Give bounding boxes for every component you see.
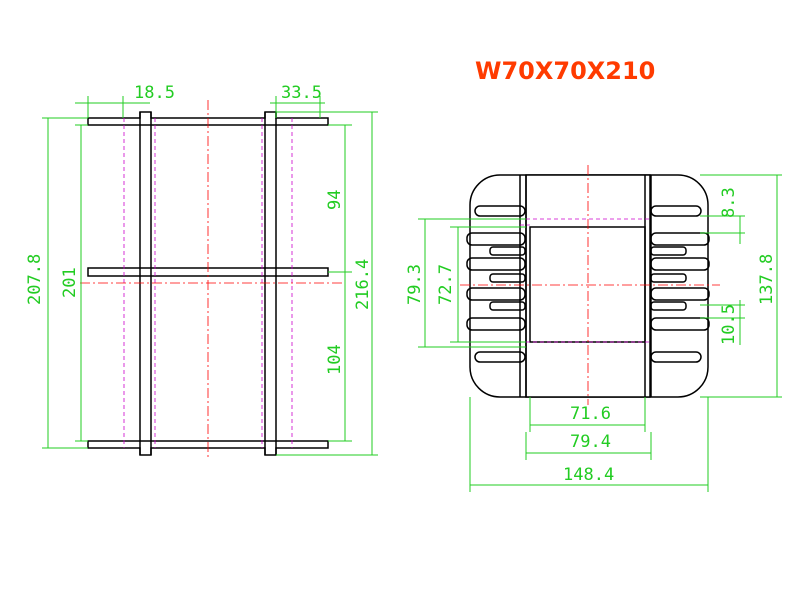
left-fins <box>466 205 526 363</box>
dim-top-left-width: 18.5 <box>134 83 175 103</box>
dim-height-inner-left: 72.7 <box>436 264 456 305</box>
top-view: 79.3 72.7 8.3 10.5 137.8 71.6 79.4 148.4 <box>405 165 782 492</box>
dim-total-height: 137.8 <box>757 254 777 305</box>
dim-total-width: 148.4 <box>563 465 614 485</box>
dim-upper-section: 94 <box>325 190 345 210</box>
dim-height-outer-left: 79.3 <box>405 264 425 305</box>
dim-inner-height-left: 201 <box>60 267 80 298</box>
drawing-title: W70X70X210 <box>475 57 655 85</box>
dim-top-right-width: 33.5 <box>281 83 322 103</box>
dim-fin-height: 8.3 <box>719 187 739 218</box>
dim-core-width-outer: 79.4 <box>570 432 611 452</box>
dim-lower-section: 104 <box>325 344 345 375</box>
dim-core-width-inner: 71.6 <box>570 404 611 424</box>
side-view: 18.5 33.5 207.8 201 94 104 216.4 <box>25 83 378 460</box>
dim-outer-height-right: 216.4 <box>353 259 373 310</box>
dim-outer-height-left: 207.8 <box>25 254 45 305</box>
dim-fin-pitch: 10.5 <box>719 304 739 345</box>
